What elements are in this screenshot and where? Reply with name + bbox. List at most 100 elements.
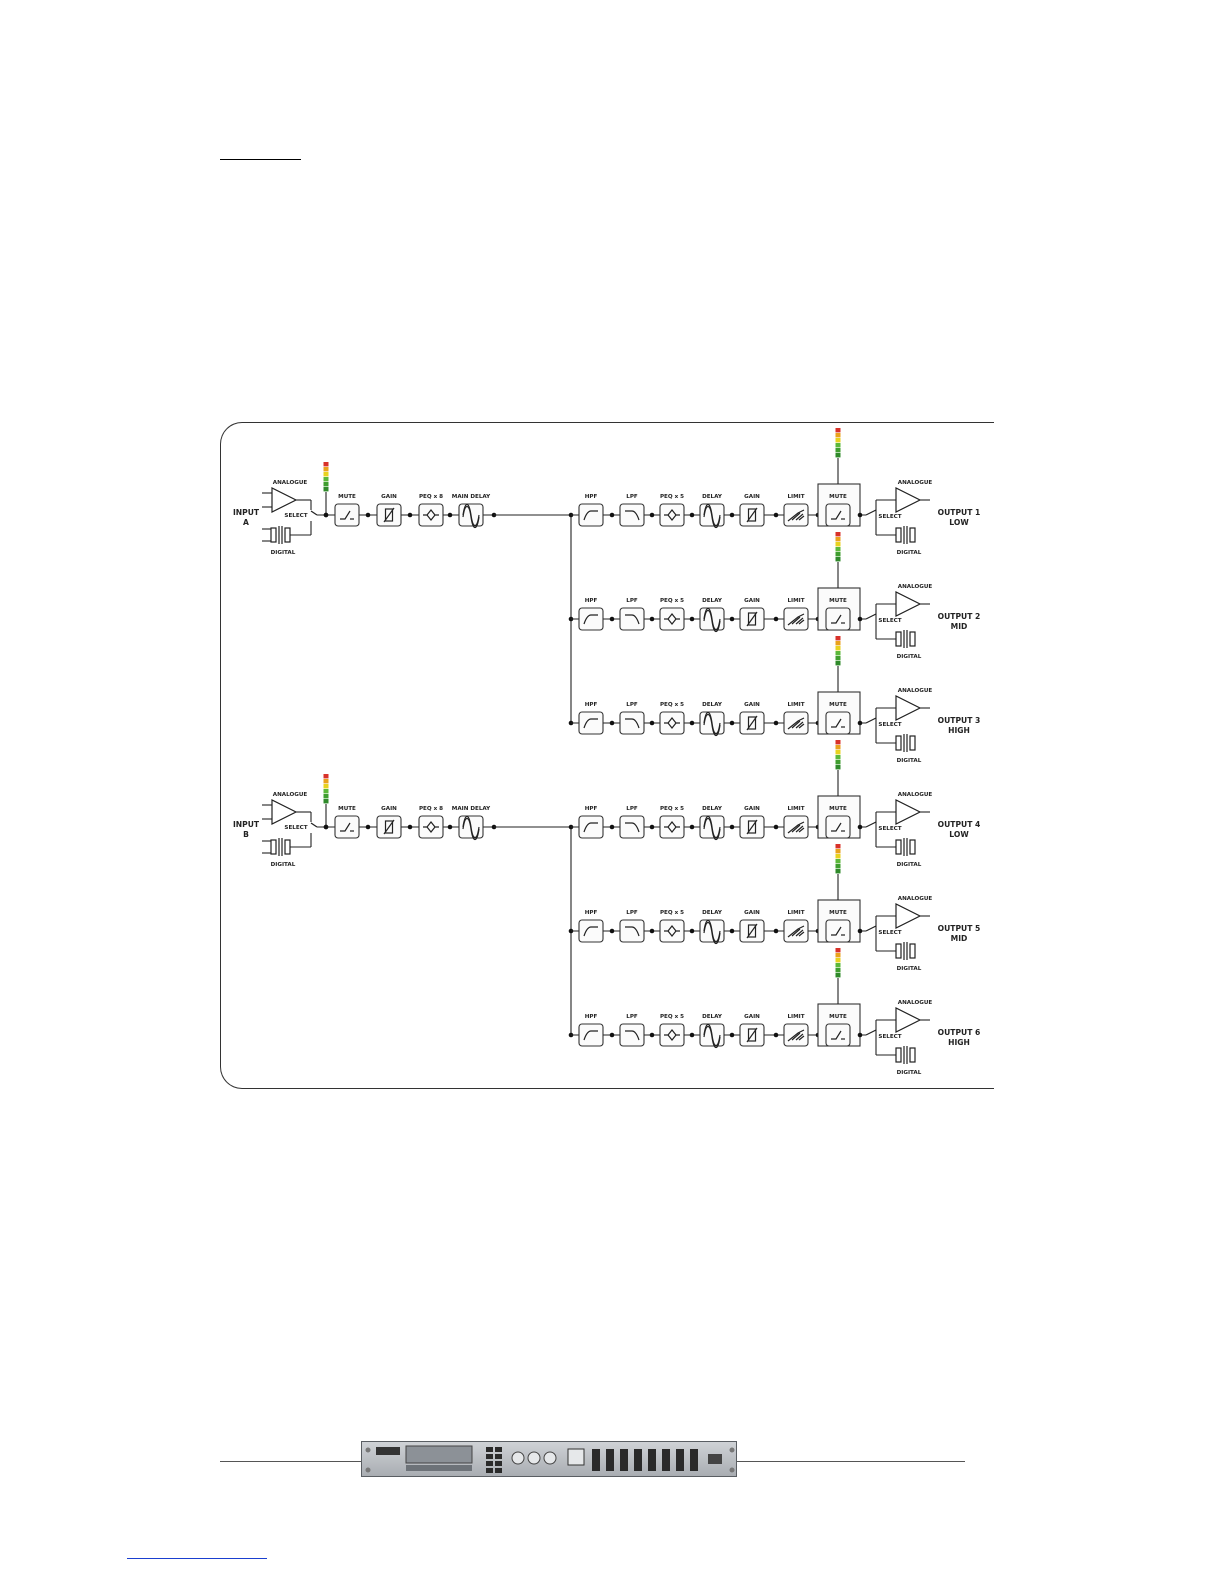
junction-dot — [689, 720, 695, 726]
digital-connector-icon — [895, 631, 902, 647]
block-label: LPF — [626, 1014, 638, 1020]
gain-arrow-icon — [746, 507, 758, 523]
junction-dot — [407, 824, 413, 830]
mute-switch-icon — [831, 510, 842, 520]
level-meter-segment — [835, 636, 841, 641]
block-label: PEQ x 5 — [660, 598, 684, 604]
analogue-label: ANALOGUE — [898, 1000, 933, 1006]
block-label: LIMIT — [787, 702, 804, 708]
mute-switch-icon — [831, 822, 842, 832]
junction-dot — [323, 824, 329, 830]
junction-dot — [773, 1032, 779, 1038]
digital-label: DIGITAL — [897, 966, 922, 972]
junction-dot — [773, 616, 779, 622]
junction-dot — [857, 512, 863, 518]
junction-dot — [689, 512, 695, 518]
block-hpf — [578, 503, 604, 527]
block-lpf — [619, 711, 645, 735]
limiter-curve-icon — [787, 717, 805, 730]
level-meter-segment — [835, 656, 841, 661]
level-meter-segment — [835, 760, 841, 765]
block-peq-x-5 — [659, 711, 685, 735]
input-id-label: B — [243, 830, 249, 839]
level-meter-segment — [835, 948, 841, 953]
gain-arrow-icon — [746, 1027, 758, 1043]
digital-connector-icon — [909, 943, 916, 959]
hpf-curve-icon — [583, 718, 598, 729]
block-label: HPF — [585, 806, 598, 812]
level-meter-segment — [323, 462, 329, 467]
lpf-curve-icon — [625, 718, 640, 729]
block-hpf — [578, 711, 604, 735]
level-meter-segment — [835, 661, 841, 666]
limiter-hatch-icon — [791, 512, 805, 521]
peq-icon — [667, 722, 677, 729]
digital-label: DIGITAL — [897, 758, 922, 764]
output-name-label: OUTPUT 2 — [938, 612, 981, 621]
level-meter-segment — [835, 547, 841, 552]
delay-wave-icon — [703, 1025, 721, 1049]
block-label: GAIN — [744, 598, 760, 604]
block-lpf — [619, 503, 645, 527]
junction-dot — [323, 512, 329, 518]
level-meter-segment — [835, 869, 841, 874]
mute-switch-icon — [340, 510, 351, 520]
peq-icon — [664, 821, 680, 828]
lpf-curve-icon — [625, 614, 640, 625]
level-meter-segment — [835, 443, 841, 448]
select-label: SELECT — [878, 514, 901, 520]
digital-connector-icon — [270, 839, 277, 855]
delay-wave-icon — [703, 505, 721, 529]
select-switch-icon — [310, 822, 318, 828]
block-label: LPF — [626, 598, 638, 604]
gain-pot-icon — [747, 508, 757, 522]
level-meter-segment — [835, 537, 841, 542]
gain-pot-icon — [747, 716, 757, 730]
level-meter-segment — [835, 651, 841, 656]
select-label: SELECT — [284, 825, 307, 831]
level-meter-segment — [835, 958, 841, 963]
level-meter-segment — [835, 844, 841, 849]
digital-label: DIGITAL — [897, 1070, 922, 1076]
footer-link-underline — [127, 1558, 267, 1559]
block-hpf — [578, 815, 604, 839]
level-meter-segment — [835, 854, 841, 859]
block-label: PEQ x 5 — [660, 1014, 684, 1020]
digital-connector-icon — [895, 735, 902, 751]
output-name-label: OUTPUT 6 — [938, 1028, 981, 1037]
select-label: SELECT — [878, 1034, 901, 1040]
junction-dot — [773, 720, 779, 726]
junction-dot — [649, 928, 655, 934]
level-meter-segment — [835, 849, 841, 854]
level-meter-segment — [323, 779, 329, 784]
block-label: HPF — [585, 1014, 598, 1020]
block-label: LPF — [626, 494, 638, 500]
output-band-label: LOW — [949, 518, 969, 527]
select-switch-icon — [310, 510, 318, 516]
block-peq-x-5 — [659, 1023, 685, 1047]
block-label: DELAY — [702, 494, 723, 500]
peq-icon — [426, 826, 436, 833]
select-switch-icon — [865, 717, 877, 724]
peq-icon — [664, 925, 680, 932]
input-name-label: INPUT — [233, 508, 260, 517]
block-label: MUTE — [829, 1014, 847, 1020]
block-label: MUTE — [829, 806, 847, 812]
junction-dot — [649, 1032, 655, 1038]
analogue-label: ANALOGUE — [898, 792, 933, 798]
junction-dot — [649, 720, 655, 726]
level-meter-segment — [835, 740, 841, 745]
block-label: DELAY — [702, 1014, 723, 1020]
block-peq-x-8 — [418, 503, 444, 527]
junction-dot — [857, 1032, 863, 1038]
level-meter-segment — [835, 433, 841, 438]
limiter-curve-icon — [787, 1029, 805, 1042]
select-switch-icon — [865, 509, 877, 516]
level-meter-segment — [323, 794, 329, 799]
gain-arrow-icon — [746, 715, 758, 731]
block-label: LPF — [626, 910, 638, 916]
